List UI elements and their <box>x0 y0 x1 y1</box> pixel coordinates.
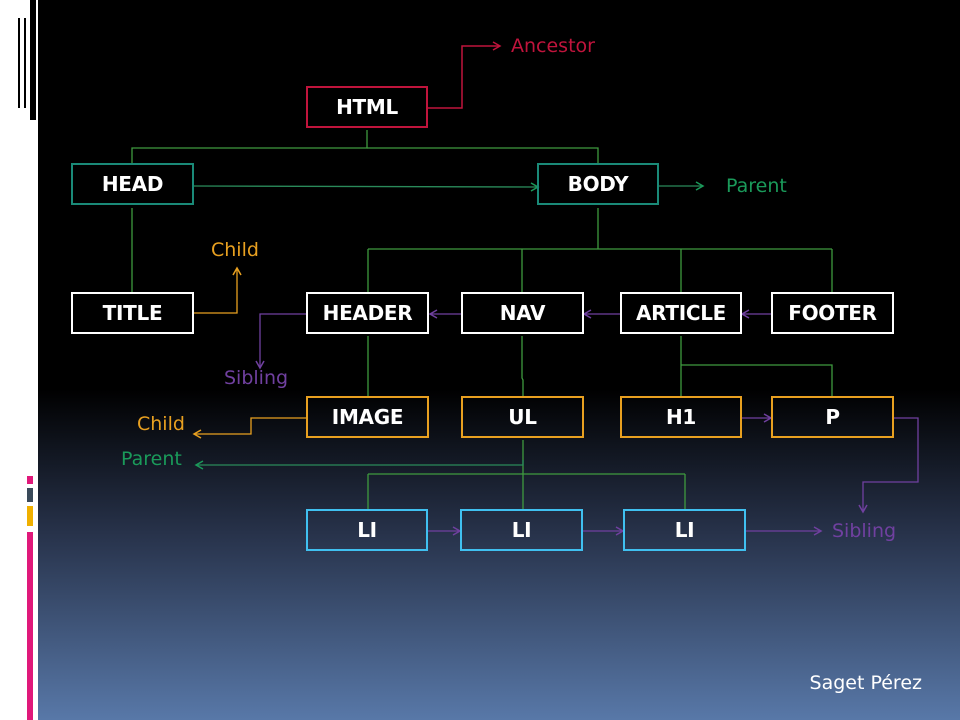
label-parent-body: Parent <box>726 175 787 197</box>
line-html-head <box>131 130 368 163</box>
node-li-2: LI <box>460 509 583 551</box>
accent-pink-long <box>27 532 33 720</box>
arrow-ancestor <box>428 41 502 109</box>
label-child-image: Child <box>137 413 185 435</box>
arrow-head-body <box>192 182 540 192</box>
node-nav: NAV <box>461 292 584 334</box>
label-sibling-li: Sibling <box>832 520 897 542</box>
label-parent-ul: Parent <box>121 448 182 470</box>
arrow-p-sibling <box>858 417 919 514</box>
node-image: IMAGE <box>306 396 429 438</box>
accent-pink <box>27 476 33 484</box>
label-sibling-header: Sibling <box>224 367 289 389</box>
node-li-3: LI <box>623 509 746 551</box>
arrow-ul-parent <box>194 460 524 470</box>
left-decorative-bar <box>0 0 38 720</box>
node-h1: H1 <box>620 396 742 438</box>
arrow-header-sibling <box>255 313 307 370</box>
arrow-image-child <box>192 417 307 439</box>
stripe <box>30 0 36 120</box>
node-head: HEAD <box>71 163 194 205</box>
line-html-body <box>367 147 599 163</box>
node-body: BODY <box>537 163 659 205</box>
node-html: HTML <box>306 86 428 128</box>
accent-gray <box>27 488 33 502</box>
node-header: HEADER <box>306 292 429 334</box>
node-title: TITLE <box>71 292 194 334</box>
label-child-title: Child <box>211 239 259 261</box>
node-li-1: LI <box>306 509 428 551</box>
author-credit: Saget Pérez <box>809 672 922 694</box>
node-article: ARTICLE <box>620 292 742 334</box>
node-p: P <box>771 396 894 438</box>
node-ul: UL <box>461 396 584 438</box>
label-ancestor: Ancestor <box>511 35 595 57</box>
stripe <box>18 18 20 108</box>
arrow-title-child <box>194 266 242 314</box>
line-article-p <box>681 364 833 396</box>
node-footer: FOOTER <box>771 292 894 334</box>
accent-yellow <box>27 506 33 526</box>
stripe <box>24 18 26 108</box>
line-nav-ul <box>521 336 524 396</box>
